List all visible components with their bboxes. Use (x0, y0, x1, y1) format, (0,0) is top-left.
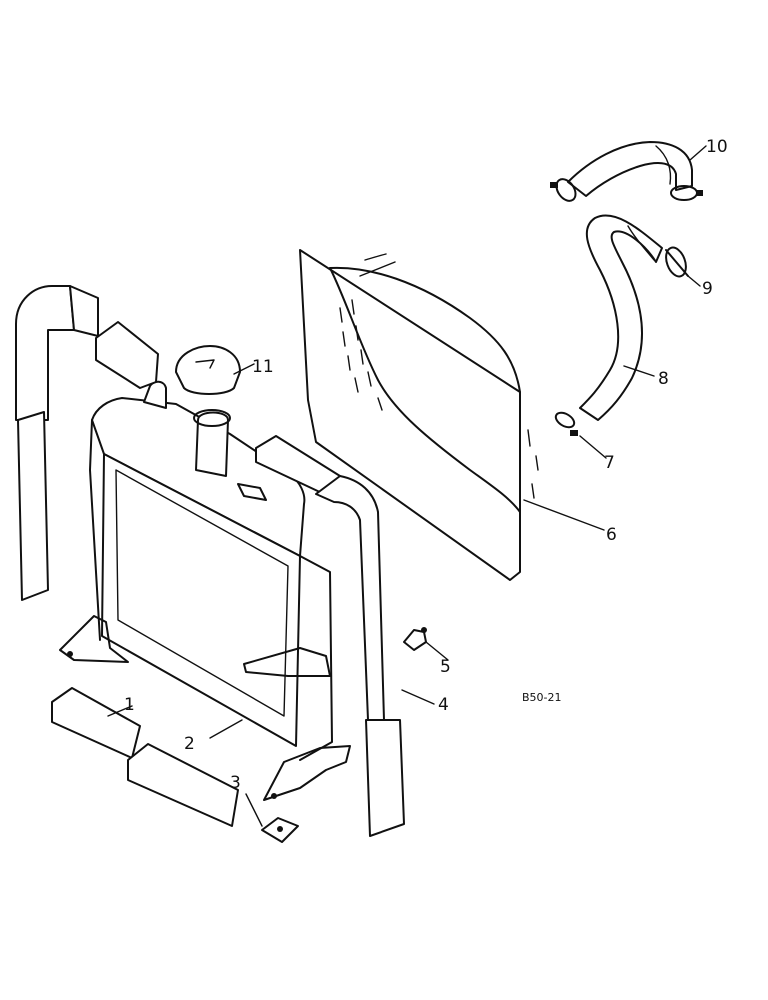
callout-11: 11 (252, 357, 274, 377)
callout-10: 10 (706, 137, 728, 157)
lower-hose (579, 214, 663, 421)
callout-8: 8 (658, 369, 669, 389)
upper-hose (567, 141, 693, 197)
seal-strip-bottom-b (127, 743, 239, 827)
leader-lines (107, 145, 707, 827)
hose-clamp-10a (550, 178, 577, 202)
temperature-sender (403, 627, 427, 651)
seal-strip-top (95, 321, 159, 389)
hose-clamp-7 (554, 411, 578, 436)
hose-clamp-9 (665, 246, 689, 278)
figure-code: B50-21 (522, 691, 562, 704)
seal-strip-left-lower (17, 411, 49, 601)
callout-3: 3 (230, 773, 241, 793)
radiator-cap (175, 345, 241, 395)
fan-shroud (299, 249, 539, 581)
radiator-bracket-left (59, 615, 129, 663)
radiator-bracket-right (243, 647, 351, 801)
callout-4: 4 (438, 695, 449, 715)
drain-plug (261, 817, 299, 843)
callout-6: 6 (606, 525, 617, 545)
callout-9: 9 (702, 279, 713, 299)
callout-5: 5 (440, 657, 451, 677)
callout-7: 7 (604, 453, 615, 473)
seal-strip-right (315, 475, 405, 837)
hose-clamp-10b (670, 185, 703, 201)
callout-2: 2 (184, 734, 195, 754)
callout-1: 1 (124, 695, 135, 715)
seal-strip-left-top (15, 285, 99, 421)
seal-strip-bottom-a (51, 687, 141, 759)
